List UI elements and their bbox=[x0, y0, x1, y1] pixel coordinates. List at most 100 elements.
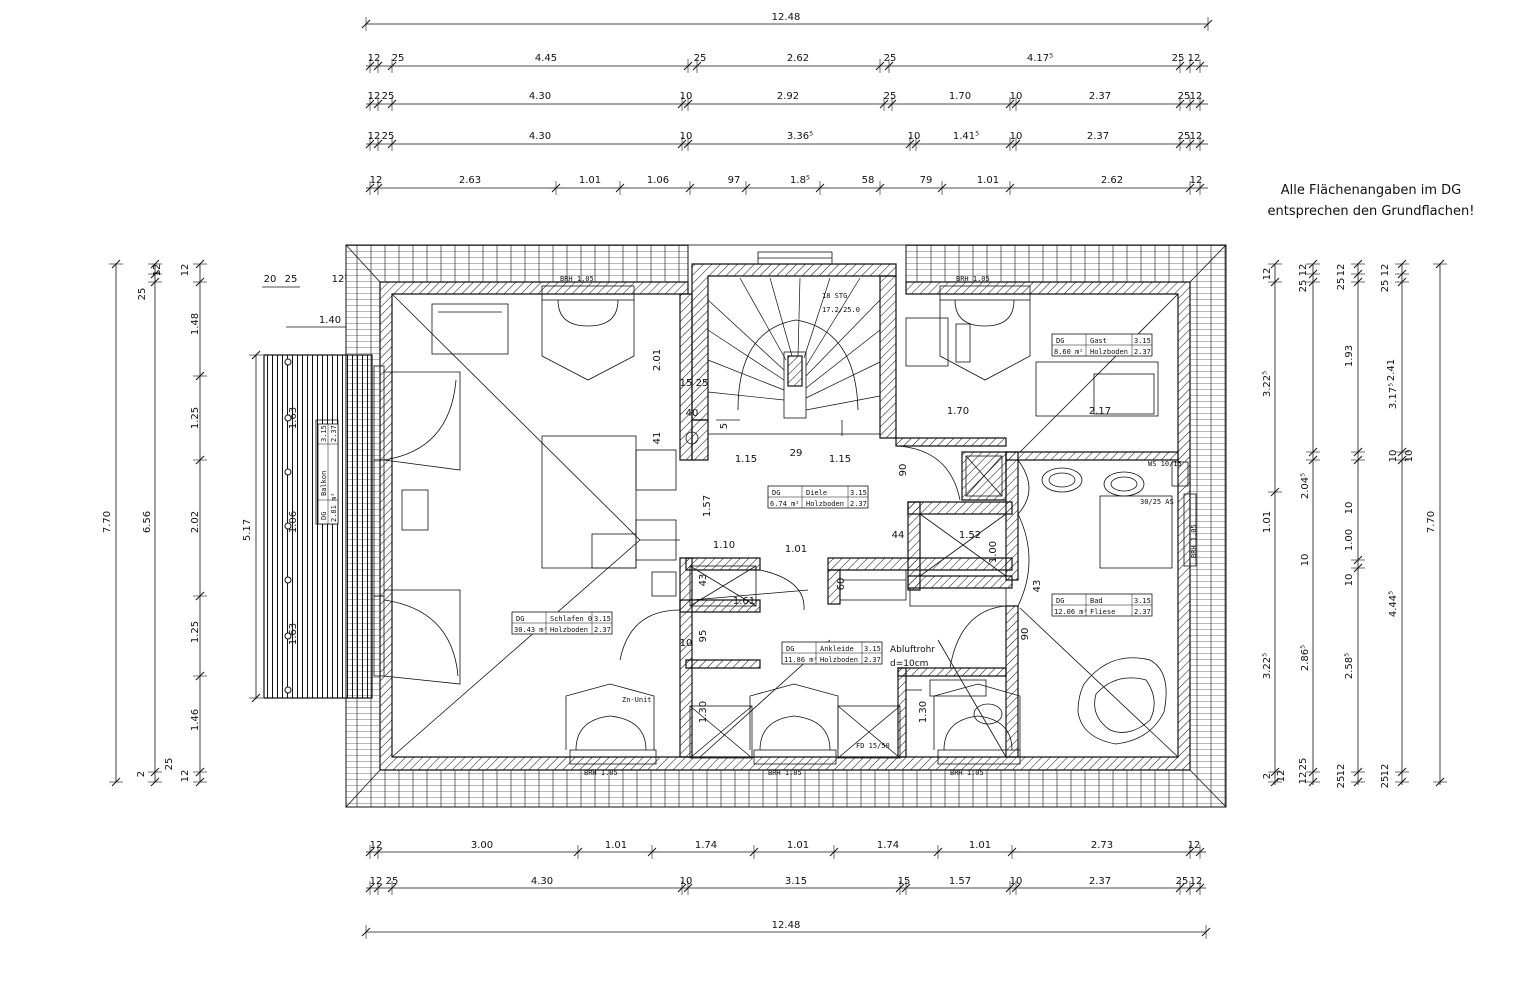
bottom-dim-row2-8: 2.37 bbox=[1089, 876, 1111, 887]
bottom-dim-row1-4: 1.01 bbox=[787, 840, 809, 851]
interior-dim-20: 1.30 bbox=[698, 701, 709, 723]
room-floor-4: Holzboden bbox=[820, 656, 858, 664]
interior-dim-21: 1.30 bbox=[918, 701, 929, 723]
top-dim-row3-8: 2.37 bbox=[1087, 131, 1109, 142]
room-h2-4: 2.37 bbox=[864, 656, 881, 664]
left-stack-dim-8: 2 bbox=[136, 771, 147, 777]
left-stack-dim-9: 25 bbox=[164, 758, 175, 771]
top-overall-dim: 12.48 bbox=[772, 12, 801, 23]
room-name-0: Schlafen 0 bbox=[550, 615, 592, 623]
top-dim-row2-0: 12 bbox=[368, 91, 381, 102]
interior-dim-7: 1.15 bbox=[829, 454, 851, 465]
top-dim-row2-1: 25 bbox=[382, 91, 395, 102]
top-dim-row3-1: 25 bbox=[382, 131, 395, 142]
bottom-dim-row2-5: 15 bbox=[898, 876, 911, 887]
top-dim-row1-6: 4.17⁵ bbox=[1027, 53, 1053, 64]
top-dim-row3-3: 10 bbox=[680, 131, 693, 142]
right-dim-c-8: 25 bbox=[1336, 776, 1347, 789]
brh-label-bottom-3: BRH 1.05 bbox=[950, 769, 984, 777]
right-dim-d-4: 4.44⁵ bbox=[1388, 591, 1399, 617]
right-dim-c-5: 10 bbox=[1344, 574, 1355, 587]
right-dim-d-3: 10 bbox=[1388, 450, 1399, 463]
right-dim-a-5: 12 bbox=[1276, 770, 1287, 783]
right-dim-a-4: 2 bbox=[1262, 773, 1273, 779]
bottom-dim-row2-10: 12 bbox=[1190, 876, 1203, 887]
left-stack-dim-0: 25 bbox=[137, 288, 148, 301]
room-h2-5: 2.37 bbox=[330, 425, 338, 442]
balcony-depth-dim: 1.40 bbox=[319, 315, 341, 326]
bottom-dim-row2-2: 4.30 bbox=[531, 876, 553, 887]
brh-label-top-right: BRH 1.05 bbox=[956, 275, 990, 283]
interior-dim-19: 10 bbox=[680, 638, 693, 649]
left-stack-dim-7: 1.46 bbox=[190, 709, 201, 731]
bottom-overall-dim: 12.48 bbox=[772, 920, 801, 931]
room-name-4: Ankleide bbox=[820, 645, 854, 653]
left-stack-dim-5: 2.02 bbox=[190, 511, 201, 533]
right-dim-b-5: 25 bbox=[1298, 758, 1309, 771]
right-dim-c-3: 10 bbox=[1344, 502, 1355, 515]
top-dim-row4-0: 12 bbox=[370, 175, 383, 186]
top-dim-row2-5: 25 bbox=[884, 91, 897, 102]
left-stack-dim-10: 12 bbox=[180, 770, 191, 783]
interior-dim-15: 2.17 bbox=[1089, 406, 1111, 417]
top-dim-row4-8: 1.01 bbox=[977, 175, 999, 186]
room-area-2: 8.60 m² bbox=[1054, 348, 1084, 356]
balcony-top-dim-c: 12⁵ bbox=[332, 274, 349, 285]
stair-core: 18 STG 17.2/25.0 bbox=[691, 263, 897, 461]
right-dim-d-1: 12 bbox=[1380, 264, 1391, 277]
interior-dim-0: 2.01 bbox=[652, 349, 663, 371]
top-dim-row4-2: 1.01 bbox=[579, 175, 601, 186]
bottom-dim-row1-2: 1.01 bbox=[605, 840, 627, 851]
bottom-dim-row1-1: 3.00 bbox=[471, 840, 493, 851]
top-dim-row2-6: 1.70 bbox=[949, 91, 971, 102]
interior-dim-14: 1.70 bbox=[947, 406, 969, 417]
room-h2-2: 2.37 bbox=[1134, 348, 1151, 356]
right-dim-c-4: 1.00 bbox=[1344, 529, 1355, 551]
right-dim-a-0: 12 bbox=[1262, 268, 1273, 281]
left-overall-dim: 7.70 bbox=[102, 511, 113, 533]
interior-dim-11: 1.01 bbox=[785, 544, 807, 555]
ceiling-diagonals bbox=[391, 293, 1179, 758]
balcony-top-dim-a: 20 bbox=[264, 274, 277, 285]
interior-dim-24: 44 bbox=[892, 530, 905, 541]
right-dim-e-1: 10 bbox=[1404, 450, 1415, 463]
interior-dim-26: 5 bbox=[719, 423, 730, 429]
right-dim-e-0: 2.41 bbox=[1386, 359, 1397, 381]
bottom-dim-row2-6: 1.57 bbox=[949, 876, 971, 887]
top-dim-row4-10: 12 bbox=[1190, 175, 1203, 186]
top-dim-row3-2: 4.30 bbox=[529, 131, 551, 142]
bottom-dim-row2-9: 25 bbox=[1176, 876, 1189, 887]
right-overall-dim: 7.70 bbox=[1426, 511, 1437, 533]
top-dim-row3-7: 10 bbox=[1010, 131, 1023, 142]
interior-dim-12: 1.52 bbox=[959, 530, 981, 541]
interior-dim-25: 43 bbox=[698, 574, 709, 587]
left-stack-dim-1: 12 bbox=[152, 264, 163, 277]
room-level-1: DG bbox=[772, 489, 780, 497]
room-name-3: Bad bbox=[1090, 597, 1103, 605]
right-dim-a-1: 3.22⁵ bbox=[1262, 371, 1273, 397]
interior-walls bbox=[679, 293, 1179, 759]
room-area-0: 30.43 m² bbox=[514, 626, 548, 634]
right-dim-c-6: 2.58⁵ bbox=[1344, 653, 1355, 679]
interior-dim-5: 1.15 bbox=[735, 454, 757, 465]
right-dim-d-5: 12 bbox=[1380, 764, 1391, 777]
brh-label-bottom-2: BRH 1.05 bbox=[768, 769, 802, 777]
top-dim-row1-8: 12 bbox=[1188, 53, 1201, 64]
top-dim-row2-3: 10 bbox=[680, 91, 693, 102]
top-dim-row1-4: 2.62 bbox=[787, 53, 809, 64]
top-dim-row2-8: 2.37 bbox=[1089, 91, 1111, 102]
shaft-label: FD 15/50 bbox=[856, 742, 890, 750]
interior-dim-18: 95 bbox=[698, 630, 709, 643]
top-dim-row2-9: 25 bbox=[1178, 91, 1191, 102]
top-dim-row1-7: 25 bbox=[1172, 53, 1185, 64]
duct-size-label: d=10cm bbox=[890, 659, 928, 669]
top-dim-row4-5: 1.8⁵ bbox=[790, 175, 810, 186]
room-area-1: 6.74 m² bbox=[770, 500, 800, 508]
bottom-dim-row2-0: 12 bbox=[370, 876, 383, 887]
top-dim-row4-4: 97 bbox=[728, 175, 741, 186]
